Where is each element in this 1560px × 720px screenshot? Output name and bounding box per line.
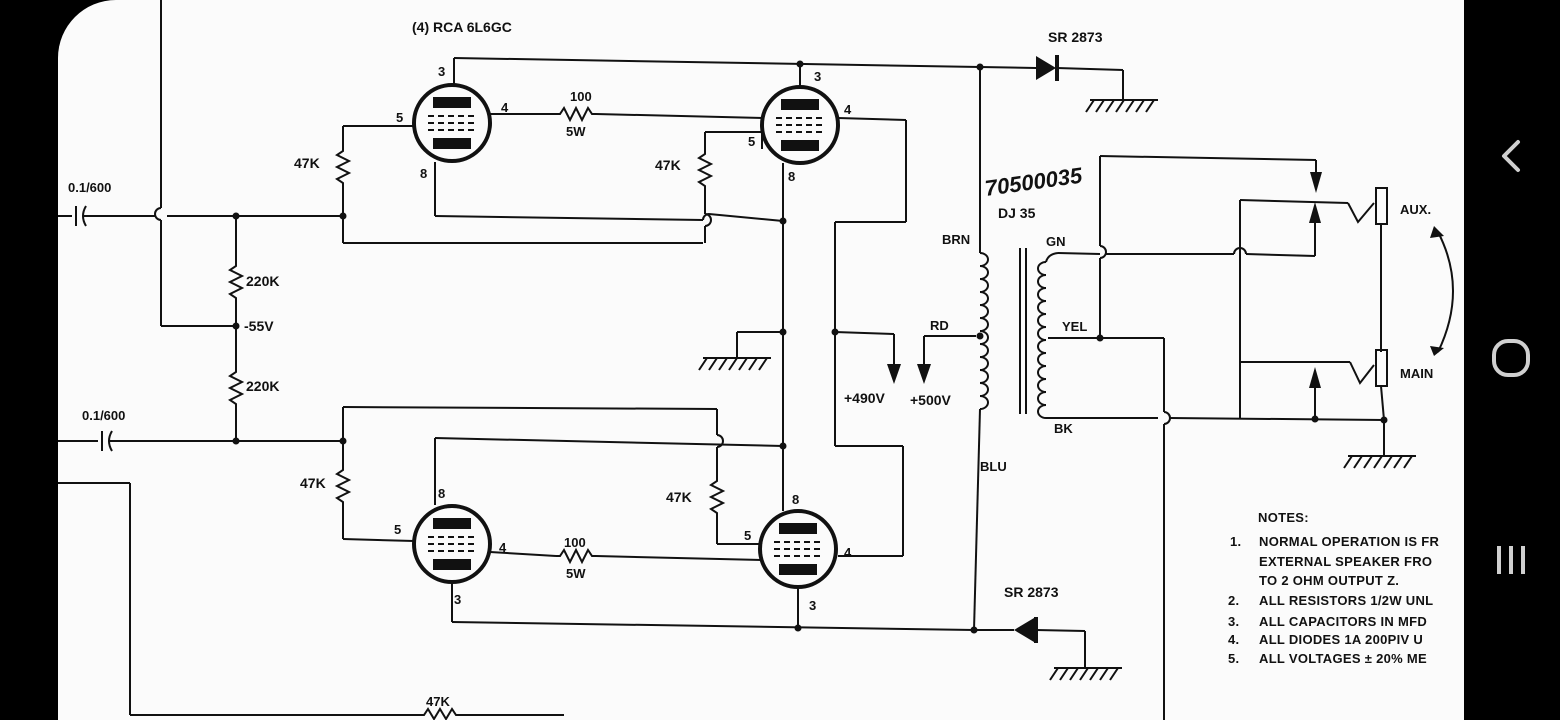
pin-label: 4 (844, 102, 852, 117)
pin-label: 5 (744, 528, 751, 543)
pin-label: 5 (396, 110, 403, 125)
pin-label: 8 (420, 166, 427, 181)
transformer-part-label: DJ 35 (998, 205, 1036, 221)
system-navigation-bar (1464, 0, 1560, 720)
capacitor-top-label: 0.1/600 (68, 180, 111, 195)
back-button[interactable] (1482, 126, 1542, 186)
note-line: EXTERNAL SPEAKER FRO (1259, 554, 1432, 569)
wire-rd-label: RD (930, 318, 949, 333)
pin-label: 3 (814, 69, 821, 84)
grid-resistor-label: 47K (294, 155, 320, 171)
bias-voltage-label: -55V (244, 318, 274, 334)
recents-button[interactable] (1482, 530, 1542, 590)
image-viewer[interactable]: (4) RCA 6L6GC 0.1/600 0.1/600 220K -55V … (58, 0, 1464, 720)
screen-resistor-value: 100 (564, 535, 586, 550)
tube-type-label: (4) RCA 6L6GC (412, 19, 512, 35)
note-number: 2. (1228, 593, 1239, 608)
pin-label: 8 (792, 492, 799, 507)
pin-label: 5 (394, 522, 401, 537)
diode-bottom-label: SR 2873 (1004, 584, 1059, 600)
notes-heading: NOTES: (1258, 510, 1309, 525)
output-aux-label: AUX. (1400, 202, 1431, 217)
pin-label: 3 (809, 598, 816, 613)
pin-label: 8 (788, 169, 795, 184)
pin-label: 5 (748, 134, 755, 149)
pin-label: 3 (438, 64, 445, 79)
screen-resistor-power: 5W (566, 124, 586, 139)
pin-label: 8 (438, 486, 445, 501)
bias-resistor-top-label: 220K (246, 273, 279, 289)
feedback-resistor-label: 47K (426, 694, 450, 709)
wire-brn-label: BRN (942, 232, 970, 247)
pin-label: 4 (844, 545, 852, 560)
wire-blu-label: BLU (980, 459, 1007, 474)
pin-label: 3 (454, 592, 461, 607)
note-line: ALL RESISTORS 1/2W UNL (1259, 593, 1433, 608)
note-line: NORMAL OPERATION IS FR (1259, 534, 1439, 549)
wire-bk-label: BK (1054, 421, 1073, 436)
plate-voltage-500-label: +500V (910, 392, 952, 408)
home-icon (1492, 339, 1530, 377)
transformer-handwritten-code: 70500035 (983, 162, 1084, 200)
screen-resistor-value: 100 (570, 89, 592, 104)
pin-label: 4 (501, 100, 509, 115)
home-button[interactable] (1482, 328, 1542, 388)
note-number: 1. (1230, 534, 1241, 549)
grid-resistor-label: 47K (300, 475, 326, 491)
plate-voltage-490-label: +490V (844, 390, 886, 406)
wire-gn-label: GN (1046, 234, 1066, 249)
note-number: 5. (1228, 651, 1239, 666)
note-number: 4. (1228, 632, 1239, 647)
wire-yel-label: YEL (1062, 319, 1087, 334)
screen-resistor-power: 5W (566, 566, 586, 581)
output-main-label: MAIN (1400, 366, 1433, 381)
diode-top-label: SR 2873 (1048, 29, 1103, 45)
capacitor-bottom-label: 0.1/600 (82, 408, 125, 423)
note-line: ALL DIODES 1A 200PIV U (1259, 632, 1423, 647)
amplifier-schematic: (4) RCA 6L6GC 0.1/600 0.1/600 220K -55V … (58, 0, 1454, 720)
grid-resistor-label: 47K (655, 157, 681, 173)
note-line: ALL CAPACITORS IN MFD (1259, 614, 1427, 629)
note-number: 3. (1228, 614, 1239, 629)
grid-resistor-label: 47K (666, 489, 692, 505)
recents-icon (1497, 546, 1525, 574)
note-line: TO 2 OHM OUTPUT Z. (1259, 573, 1399, 588)
note-line: ALL VOLTAGES ± 20% ME (1259, 651, 1427, 666)
back-icon (1502, 140, 1520, 172)
pin-label: 4 (499, 540, 507, 555)
bias-resistor-bottom-label: 220K (246, 378, 279, 394)
